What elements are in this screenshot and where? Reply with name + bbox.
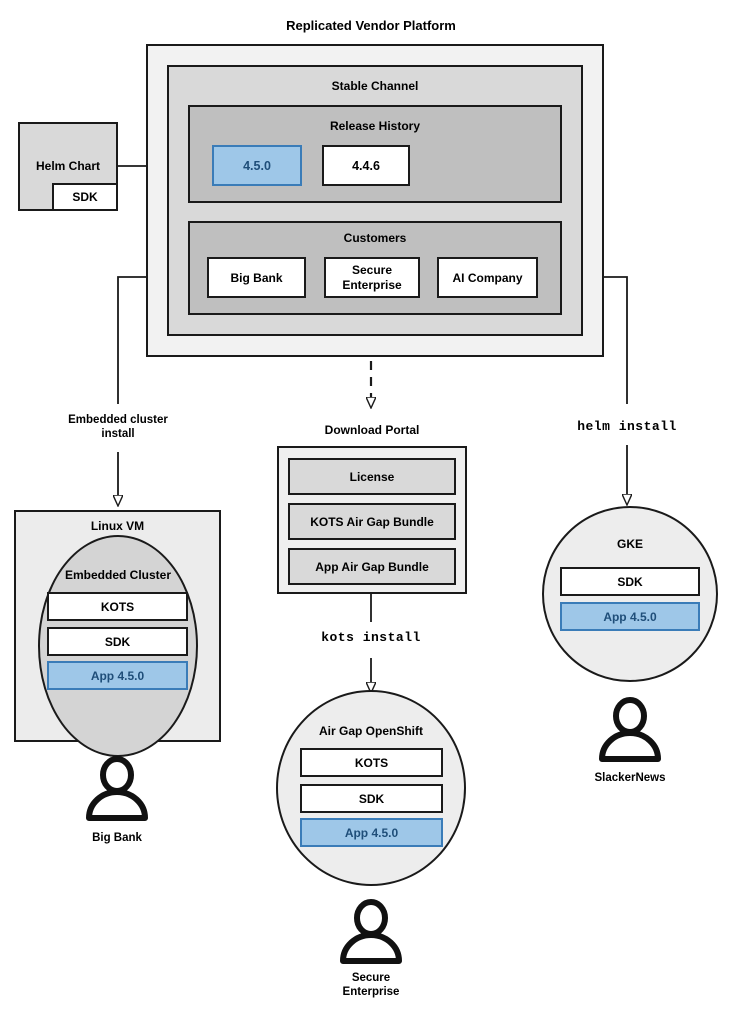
owner-label-big-bank: Big Bank bbox=[92, 832, 142, 844]
customer-secure-enterprise[interactable]: Secure Enterprise bbox=[324, 257, 420, 298]
linux-vm-component-app[interactable]: App 4.5.0 bbox=[47, 661, 188, 690]
person-icon-slackernews bbox=[599, 697, 661, 762]
person-icon bbox=[86, 756, 148, 821]
gke-component-app[interactable]: App 4.5.0 bbox=[560, 602, 700, 631]
download-portal-item-app-air-gap-bundle[interactable]: App Air Gap Bundle bbox=[288, 548, 456, 585]
download-portal-item-kots-air-gap-bundle[interactable]: KOTS Air Gap Bundle bbox=[288, 503, 456, 540]
download-portal-item-license[interactable]: License bbox=[288, 458, 456, 495]
edge-label-helm-install: helm install bbox=[577, 419, 677, 434]
linux-vm-component-sdk[interactable]: SDK bbox=[47, 627, 188, 656]
owner-label-secure-enterprise: Secure Enterprise bbox=[342, 972, 400, 999]
customer-big-bank[interactable]: Big Bank bbox=[207, 257, 306, 298]
edge-label-kots-install: kots install bbox=[321, 630, 421, 645]
gke-title: GKE bbox=[616, 537, 643, 551]
customer-ai-company[interactable]: AI Company bbox=[437, 257, 538, 298]
airgap-component-app[interactable]: App 4.5.0 bbox=[300, 818, 443, 847]
airgap-component-sdk[interactable]: SDK bbox=[300, 784, 443, 813]
gke-component-sdk[interactable]: SDK bbox=[560, 567, 700, 596]
airgap-openshift-title: Air Gap OpenShift bbox=[318, 724, 423, 738]
embedded-cluster-title: Embedded Cluster bbox=[64, 568, 172, 582]
release-item-446[interactable]: 4.4.6 bbox=[322, 145, 410, 186]
airgap-component-kots[interactable]: KOTS bbox=[300, 748, 443, 777]
linux-vm-title: Linux VM bbox=[90, 519, 145, 533]
owner-label-slackernews: SlackerNews bbox=[594, 772, 666, 784]
edge-label-embedded-cluster-install: Embedded cluster install bbox=[68, 414, 168, 441]
release-item-450[interactable]: 4.5.0 bbox=[212, 145, 302, 186]
release-history-title: Release History bbox=[329, 119, 421, 133]
helm-chart-sdk-box[interactable]: SDK bbox=[52, 183, 118, 211]
person-icon-secure-enterprise bbox=[340, 899, 402, 964]
helm-chart-label: Helm Chart bbox=[35, 159, 100, 173]
stable-channel-title: Stable Channel bbox=[331, 79, 419, 93]
download-portal-title: Download Portal bbox=[324, 423, 420, 437]
page-title: Replicated Vendor Platform bbox=[286, 18, 456, 33]
linux-vm-component-kots[interactable]: KOTS bbox=[47, 592, 188, 621]
customers-title: Customers bbox=[343, 231, 407, 245]
